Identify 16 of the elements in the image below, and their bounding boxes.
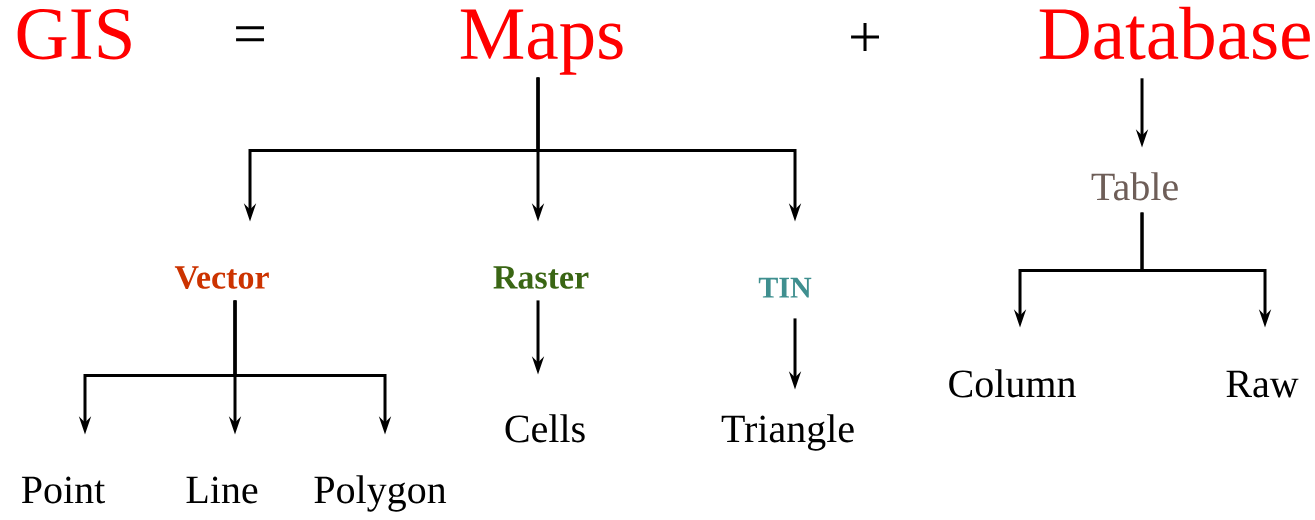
- item-label: Column: [949, 369, 1076, 398]
- item-label: Polygon: [314, 475, 447, 512]
- operator-sign: =: [236, 26, 264, 42]
- item-label: Cells: [505, 414, 585, 443]
- operator-sign: +: [851, 23, 879, 51]
- title-word: Maps: [460, 9, 623, 75]
- item-label: Point: [21, 476, 105, 504]
- item-label: Triangle: [721, 414, 854, 451]
- title-word: Database: [1039, 6, 1310, 60]
- category-label: Table: [1091, 172, 1178, 201]
- item-label: Line: [186, 476, 258, 504]
- category-label: Vector: [174, 266, 269, 289]
- category-label: TIN: [758, 277, 812, 298]
- item-label: Raw: [1226, 370, 1299, 398]
- category-label: Raster: [493, 266, 589, 289]
- title-word: GIS: [17, 9, 131, 60]
